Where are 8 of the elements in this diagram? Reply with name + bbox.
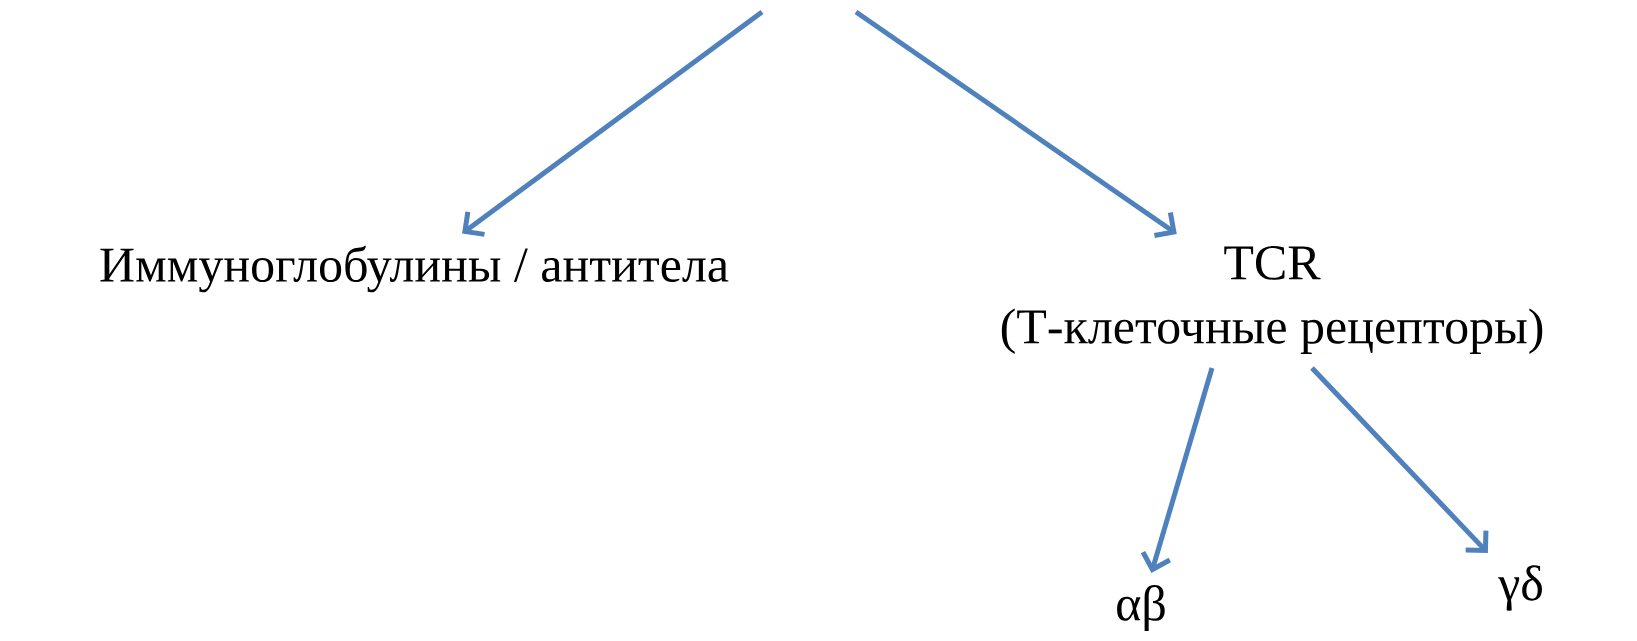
arrow xyxy=(854,9,1177,238)
arrow xyxy=(462,10,764,237)
label-text: TCR (Т-клеточные рецепторы) xyxy=(1001,246,1543,354)
label-text: Иммуноглобулины / антитела xyxy=(100,245,729,293)
label-text: γδ xyxy=(1498,565,1542,611)
label-text: αβ xyxy=(1117,585,1165,631)
arrow xyxy=(1140,367,1215,573)
arrow xyxy=(1310,366,1489,553)
